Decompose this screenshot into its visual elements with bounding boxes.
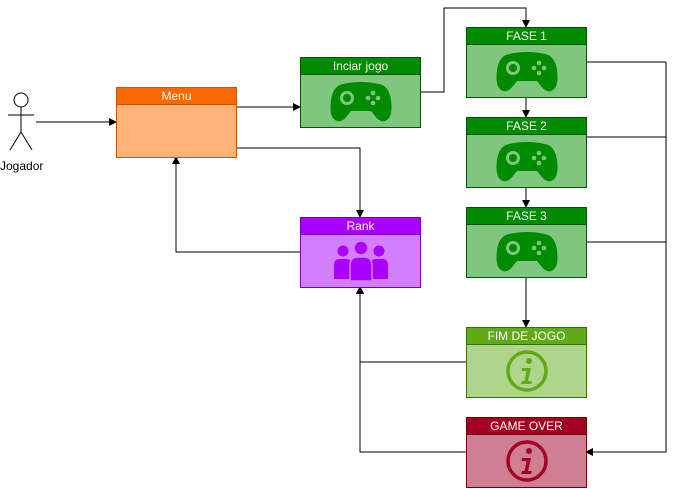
gamepad-icon [496, 231, 557, 271]
iniciar-jogo-node[interactable]: Inciar jogo [300, 57, 421, 128]
menu-title: Menu [117, 88, 236, 105]
fim-de-jogo-title: FIM DE JOGO [467, 328, 586, 345]
gamepad-icon [496, 141, 557, 181]
info-icon [505, 349, 548, 392]
info-icon [505, 439, 548, 482]
fase-3-node[interactable]: FASE 3 [466, 207, 587, 278]
fase-1-title: FASE 1 [467, 28, 586, 45]
edge-gameover-rank [356, 286, 466, 453]
jogador-label: Jogador [0, 159, 44, 173]
iniciar-jogo-title: Inciar jogo [301, 58, 420, 75]
fase-2-node[interactable]: FASE 2 [466, 117, 587, 188]
edge-menu-rank [236, 147, 364, 218]
rank-node[interactable]: Rank [300, 217, 421, 288]
edge-iniciar-fase1 [420, 7, 530, 93]
rank-title: Rank [301, 218, 420, 235]
edge-fases-gameover [585, 62, 667, 456]
fase-2-title: FASE 2 [467, 118, 586, 135]
fase-1-node[interactable]: FASE 1 [466, 27, 587, 98]
fim-de-jogo-node[interactable]: FIM DE JOGO [466, 327, 587, 398]
menu-node[interactable]: Menu [116, 87, 237, 158]
gamepad-icon [496, 51, 557, 91]
game-over-title: GAME OVER [467, 418, 586, 435]
edge-rank-menu [172, 156, 300, 253]
edge-fim-rank [356, 286, 466, 363]
fase-3-title: FASE 3 [467, 208, 586, 225]
game-over-node[interactable]: GAME OVER [466, 417, 587, 488]
gamepad-icon [330, 81, 391, 121]
jogador-actor-icon [8, 92, 34, 151]
users-icon [333, 239, 388, 282]
